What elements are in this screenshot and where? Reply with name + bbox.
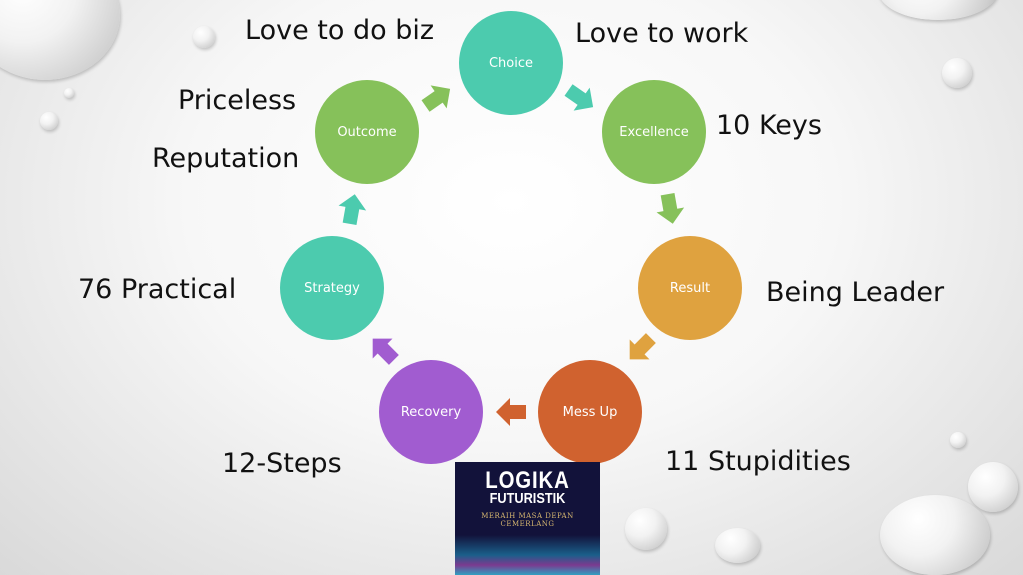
water-drop [193, 26, 215, 48]
annotation-76-practical: 76 Practical [78, 274, 237, 305]
book-subtitle: MERAIH MASA DEPAN CEMERLANG [481, 512, 574, 528]
node-label: Strategy [304, 280, 360, 296]
arrow-messup-to-recovery [496, 398, 526, 426]
node-recovery: Recovery [379, 360, 483, 464]
annotation-priceless: Priceless [178, 85, 297, 116]
arrow-choice-to-excellence [564, 84, 594, 111]
water-drop [878, 0, 998, 20]
node-result: Result [638, 236, 742, 340]
arrow-recovery-to-strategy [372, 338, 399, 365]
node-label: Outcome [337, 124, 397, 140]
arrow-outcome-to-choice [421, 85, 451, 112]
node-label: Choice [488, 55, 534, 71]
annotation-11-stupidities: 11 Stupidities [665, 446, 851, 477]
annotation-being-leader: Being Leader [766, 277, 945, 308]
node-outcome: Outcome [315, 80, 419, 184]
node-label: Result [669, 280, 711, 296]
water-drop [950, 432, 966, 448]
book-wave-graphic [455, 535, 600, 575]
node-choice: Choice [459, 11, 563, 115]
book-title-line1: LOGIKA [485, 467, 570, 494]
node-excellence: Excellence [602, 80, 706, 184]
water-drop [942, 58, 972, 88]
node-label: Recovery [400, 404, 462, 420]
node-label: Excellence [619, 124, 689, 140]
water-drop [625, 508, 667, 550]
water-drop [715, 528, 760, 563]
annotation-12-steps: 12-Steps [222, 448, 342, 479]
node-mess-up: Mess Up [538, 360, 642, 464]
annotation-love-biz: Love to do biz [245, 15, 434, 46]
node-label: Mess Up [562, 404, 618, 420]
book-cover: LOGIKA FUTURISTIK MERAIH MASA DEPAN CEME… [455, 462, 600, 575]
annotation-reputation: Reputation [152, 143, 300, 174]
annotation-love-work: Love to work [575, 18, 749, 49]
water-drop [968, 462, 1018, 512]
water-drop [64, 88, 74, 98]
arrow-result-to-messup [629, 333, 656, 360]
arrow-strategy-to-outcome [338, 194, 367, 226]
book-title-line2: FUTURISTIK [489, 490, 566, 507]
node-strategy: Strategy [280, 236, 384, 340]
annotation-10-keys: 10 Keys [716, 110, 822, 141]
water-drop [40, 112, 58, 130]
arrow-excellence-to-result [656, 192, 685, 224]
water-drop [880, 495, 990, 575]
